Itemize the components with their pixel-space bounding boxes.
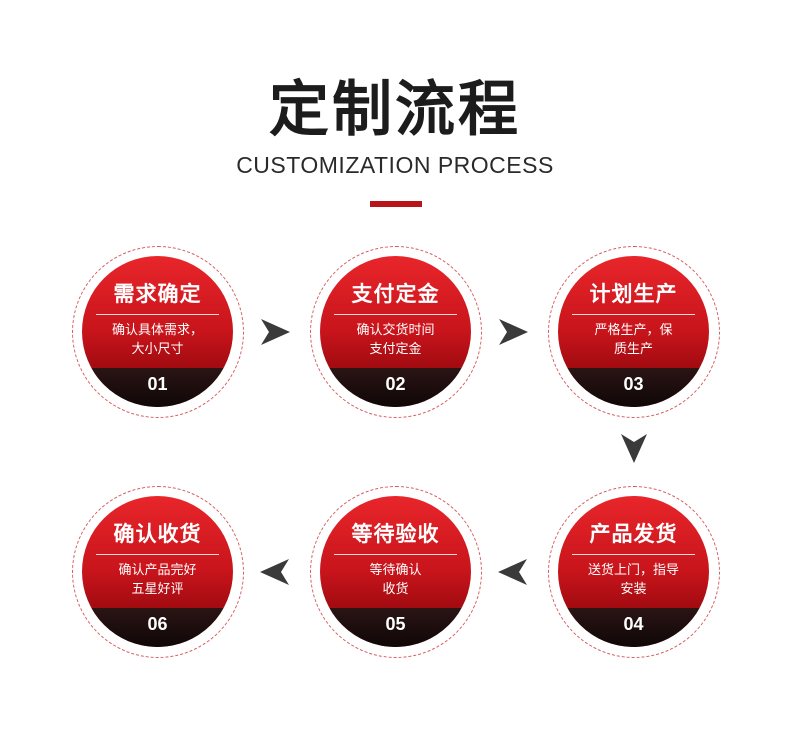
step-number-band [558, 368, 709, 407]
step-title: 支付定金 [351, 282, 440, 306]
step-disc: 产品发货 送货上门，指导 安装 04 [558, 496, 709, 647]
step-title: 需求确定 [113, 282, 202, 306]
step-separator [334, 554, 457, 555]
step-title: 确认收货 [113, 522, 202, 546]
step-05: 等待验收 等待确认 收货 05 [310, 486, 482, 658]
step-number: 03 [623, 374, 644, 394]
step-disc: 需求确定 确认具体需求， 大小尺寸 01 [82, 256, 233, 407]
arrow-right-icon [259, 316, 291, 348]
step-description: 等待确认 收货 [369, 563, 422, 597]
step-disc: 支付定金 确认交货时间 支付定金 02 [320, 256, 471, 407]
step-description: 确认具体需求， 大小尺寸 [111, 323, 203, 357]
step-title: 等待验收 [351, 522, 440, 546]
step-number-band [320, 608, 471, 647]
page-title: 定制流程 [269, 75, 521, 145]
step-04: 产品发货 送货上门，指导 安装 04 [548, 486, 720, 658]
step-03: 计划生产 严格生产，保 质生产 03 [548, 246, 720, 418]
arrow-left-icon [259, 556, 291, 588]
step-separator [572, 314, 695, 315]
step-description: 确认产品完好 五星好评 [118, 563, 197, 597]
step-disc: 计划生产 严格生产，保 质生产 03 [558, 256, 709, 407]
step-number-band [558, 608, 709, 647]
step-number: 02 [385, 374, 406, 394]
page-subtitle: CUSTOMIZATION PROCESS [236, 152, 554, 178]
step-description: 确认交货时间 支付定金 [356, 323, 435, 357]
step-number-band [320, 368, 471, 407]
step-number: 06 [147, 614, 168, 634]
step-separator [572, 554, 695, 555]
step-02: 支付定金 确认交货时间 支付定金 02 [310, 246, 482, 418]
arrow-right-icon [497, 316, 529, 348]
arrow-down-icon [618, 432, 650, 464]
step-separator [334, 314, 457, 315]
step-06: 确认收货 确认产品完好 五星好评 06 [72, 486, 244, 658]
step-number: 04 [623, 614, 644, 634]
title-divider [370, 201, 422, 207]
step-number-band [82, 608, 233, 647]
step-number: 05 [385, 614, 406, 634]
step-separator [96, 554, 219, 555]
step-title: 计划生产 [589, 282, 678, 306]
step-number-band [82, 368, 233, 407]
step-disc: 等待验收 等待确认 收货 05 [320, 496, 471, 647]
step-description: 送货上门，指导 安装 [587, 563, 679, 597]
arrow-left-icon [497, 556, 529, 588]
step-title: 产品发货 [589, 522, 678, 546]
step-01: 需求确定 确认具体需求， 大小尺寸 01 [72, 246, 244, 418]
step-separator [96, 314, 219, 315]
step-number: 01 [147, 374, 168, 394]
step-disc: 确认收货 确认产品完好 五星好评 06 [82, 496, 233, 647]
step-description: 严格生产，保 质生产 [594, 323, 673, 357]
